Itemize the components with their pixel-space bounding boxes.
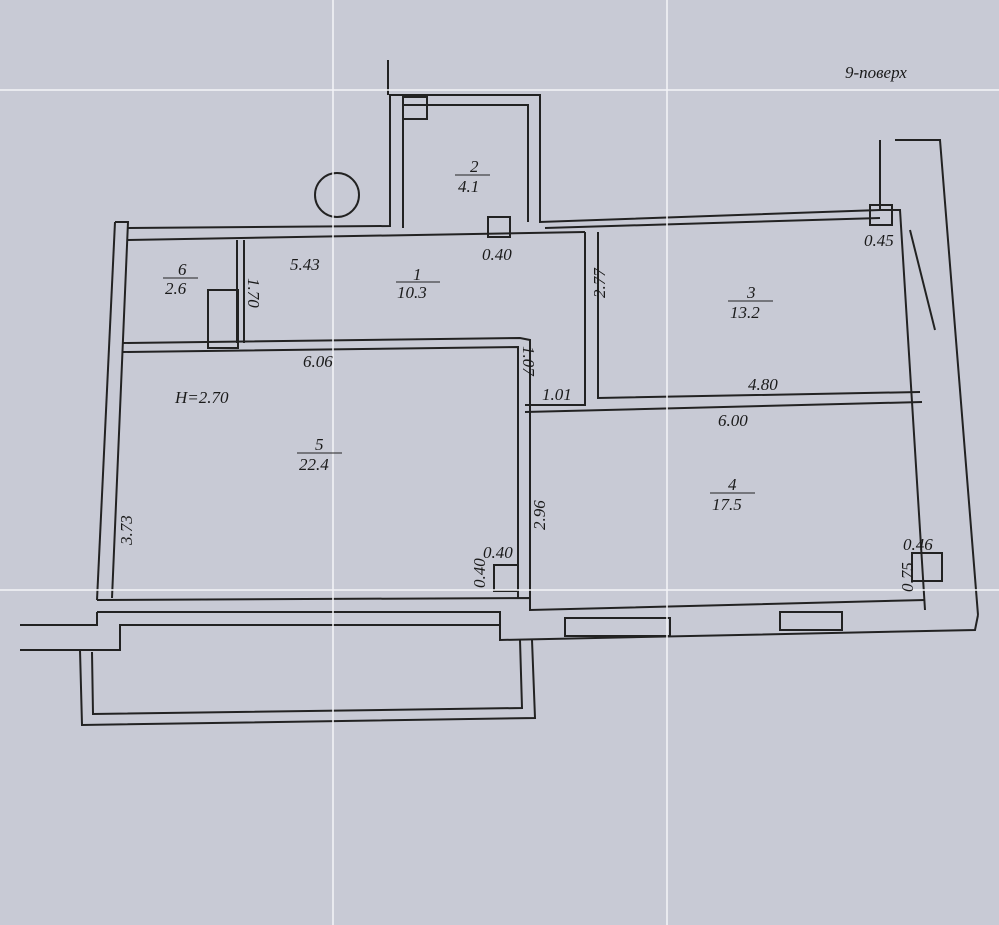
dim-4-80: 4.80 (748, 375, 778, 394)
dim-0-45: 0.45 (864, 231, 894, 250)
floor-label: 9-поверх (845, 63, 907, 82)
room-area: 17.5 (712, 495, 742, 514)
dimensions: 5.43 0.40 0.45 1.70 6.06 1.07 2.77 1.01 … (117, 231, 933, 592)
room-number: 2 (470, 157, 479, 176)
room-3-label: 3 13.2 (728, 283, 773, 322)
room-number: 3 (746, 283, 756, 302)
dim-0-75: 0.75 (898, 562, 917, 592)
dim-1-70: 1.70 (244, 278, 263, 308)
ceiling-height: H=2.70 (174, 388, 229, 407)
room-1-label: 1 10.3 (396, 265, 440, 302)
dim-1-01: 1.01 (542, 385, 572, 404)
dim-6-00: 6.00 (718, 411, 748, 430)
dim-0-40: 0.40 (482, 245, 512, 264)
room-area: 10.3 (397, 283, 427, 302)
room-4-label: 4 17.5 (710, 475, 755, 514)
room-area: 22.4 (299, 455, 329, 474)
room-number: 5 (315, 435, 324, 454)
room-6-label: 6 2.6 (163, 260, 198, 298)
room-number: 1 (413, 265, 422, 284)
dim-3-73: 3.73 (117, 515, 136, 546)
dim-0-40-horizontal: 0.40 (483, 543, 513, 562)
dim-5-43: 5.43 (290, 255, 320, 274)
room-area: 2.6 (165, 279, 187, 298)
room-number: 4 (728, 475, 737, 494)
dim-2-96: 2.96 (530, 500, 549, 530)
room-area: 4.1 (458, 177, 479, 196)
dim-1-07: 1.07 (519, 346, 538, 377)
dim-0-46: 0.46 (903, 535, 933, 554)
room-number: 6 (178, 260, 187, 279)
dim-6-06: 6.06 (303, 352, 333, 371)
room-2-label: 2 4.1 (455, 157, 490, 196)
dim-2-77: 2.77 (590, 267, 609, 298)
dim-0-40-vertical: 0.40 (470, 558, 489, 588)
room-5-label: 5 22.4 (297, 435, 342, 474)
room-area: 13.2 (730, 303, 760, 322)
walls (20, 60, 979, 727)
